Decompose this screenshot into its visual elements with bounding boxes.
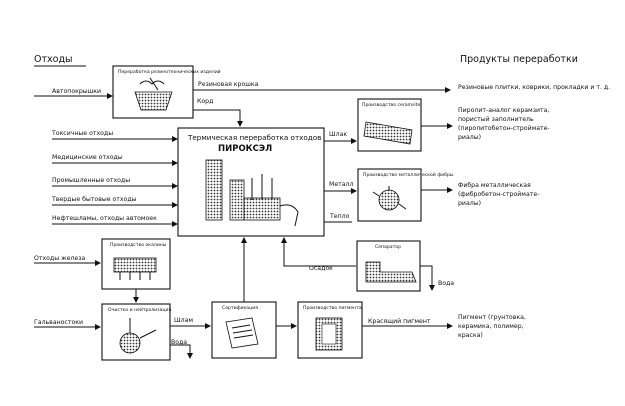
product-pyrolit-3: (пиролитобетон-строймате- — [458, 124, 550, 132]
flow-water2: Вода — [171, 339, 187, 346]
furnace-icon — [205, 159, 299, 227]
box-pigment-label: Производство пигмента — [303, 305, 362, 311]
main-title: Термическая переработка отходов — [187, 133, 321, 142]
product-rubber-tiles: Резиновые плитки, коврики, прокладки и т… — [458, 84, 610, 91]
drum-icon — [372, 186, 407, 211]
arrow-water2 — [170, 344, 193, 359]
flask-icon — [119, 318, 157, 354]
flow-water1: Вода — [438, 280, 454, 287]
bath-icon — [113, 257, 157, 280]
box-cleaning-label: Очистка и нейтрализация — [108, 306, 172, 313]
flow-rubber-crumb: Резиновая крошка — [198, 81, 259, 88]
arrow-sediment — [281, 237, 356, 267]
arrow-cord — [193, 109, 243, 127]
header-products: Продукты переработки — [460, 54, 578, 65]
flow-sludge: Шлам — [174, 317, 193, 324]
product-fiber-3: риалы) — [458, 200, 481, 207]
box-iron-label: Производство окалины — [110, 242, 167, 248]
product-pyrolit-2: пористый заполнитель — [458, 115, 534, 123]
input-toxic: Токсичные отходы — [51, 130, 113, 137]
box-fiber-label: Производство металлической фибры — [363, 171, 454, 178]
box-separator-label: Сепаратор — [375, 244, 401, 250]
main-name: ПИРОКСЭЛ — [218, 144, 272, 154]
input-oil-sludge: Нефтешламы, отходы автомоек — [52, 215, 157, 222]
flow-metal: Металл — [329, 181, 353, 188]
product-pigment-1: Пигмент (грунтовка, — [458, 314, 526, 321]
box-certification-label: Сертификация — [222, 305, 258, 311]
product-pigment-2: керамика, полимер, — [458, 323, 524, 330]
flow-sediment: Осадок — [309, 265, 333, 272]
input-household: Твердые бытовые отходы — [51, 195, 137, 203]
separator-icon — [365, 261, 417, 283]
press-icon — [315, 317, 343, 351]
input-iron: Отходы железа — [34, 255, 85, 262]
input-tires: Автопокрышки — [52, 88, 101, 95]
shredder-icon — [134, 77, 173, 111]
box-rubber-label: Переработка резинотехнических изделий — [118, 68, 221, 75]
product-pyrolit-4: риалы) — [458, 134, 481, 141]
flow-slag: Шлак — [329, 131, 347, 138]
header-waste: Отходы — [34, 54, 73, 65]
product-fiber-2: (фибробетон-стройматe- — [458, 190, 539, 198]
document-icon — [225, 317, 259, 349]
kiln-icon — [363, 121, 413, 145]
input-medical: Медицинские отходы — [52, 154, 123, 161]
flow-heat: Тепло — [329, 213, 350, 220]
input-industrial: Промышленные отходы — [52, 177, 130, 184]
product-pyrolit-1: Пиролит-аналог керамзита, — [458, 107, 549, 114]
flow-cord: Корд — [197, 98, 213, 105]
flow-red-pigment: Красящий пигмент — [368, 317, 431, 325]
product-pigment-3: краска) — [458, 332, 483, 339]
product-fiber-1: Фибра металлическая — [458, 181, 531, 189]
arrow-water1 — [420, 265, 435, 291]
input-galvanic: Гальваностоки — [34, 319, 83, 326]
box-ceramsite-label: Производство ceramsite — [362, 102, 420, 108]
